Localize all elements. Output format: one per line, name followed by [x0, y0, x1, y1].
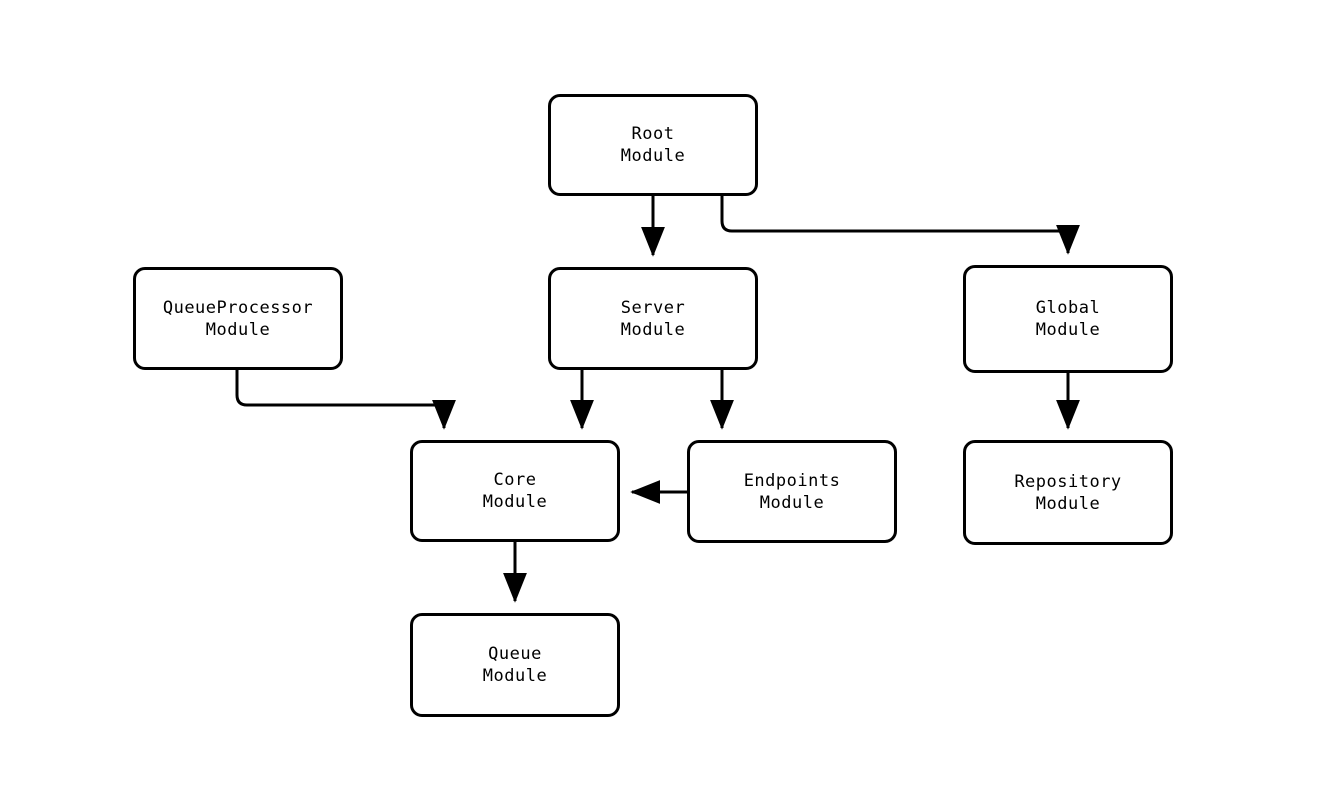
node-queue-module-label-line2: Module	[482, 666, 548, 686]
node-core-module-label-line2: Module	[482, 492, 548, 512]
node-global-module-label-line2: Module	[1035, 320, 1101, 340]
node-root-module-label-line1: Root	[631, 124, 675, 144]
node-server-module-label-line1: Server	[620, 297, 686, 318]
node-queueprocessor-module[interactable]: QueueProcessor Module	[133, 267, 343, 370]
node-queue-module-label-line1: Queue	[488, 644, 542, 664]
node-core-module[interactable]: Core Module	[410, 440, 620, 542]
node-repository-module[interactable]: Repository Module	[963, 440, 1173, 545]
node-repository-module-label-line2: Module	[1035, 493, 1101, 514]
edge-root-to-global	[720, 196, 1080, 255]
node-server-module-label-line2: Module	[620, 319, 686, 340]
node-queueprocessor-module-label-line1: QueueProcessor	[162, 297, 314, 318]
node-root-module-label-line2: Module	[620, 146, 686, 166]
node-root-module[interactable]: Root Module	[548, 94, 758, 196]
node-endpoints-module[interactable]: Endpoints Module	[687, 440, 897, 543]
node-core-module-label-line1: Core	[493, 470, 537, 490]
node-repository-module-label-line1: Repository	[1014, 471, 1122, 492]
node-queue-module[interactable]: Queue Module	[410, 613, 620, 717]
node-queueprocessor-module-label-line2: Module	[205, 319, 271, 340]
node-server-module[interactable]: Server Module	[548, 267, 758, 370]
node-global-module[interactable]: Global Module	[963, 265, 1173, 373]
node-global-module-label-line1: Global	[1035, 298, 1101, 318]
edge-queueprocessor-to-core	[235, 370, 456, 430]
node-endpoints-module-label-line1: Endpoints	[743, 470, 841, 491]
node-endpoints-module-label-line2: Module	[759, 492, 825, 513]
